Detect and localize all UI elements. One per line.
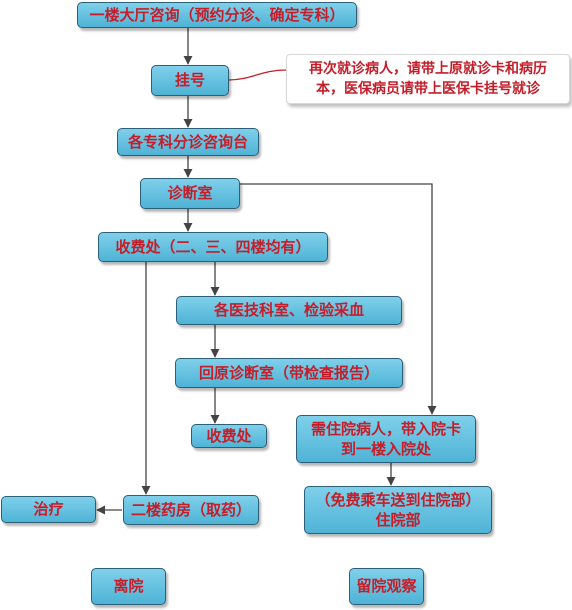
node-back-consult: 回原诊断室（带检查报告）: [175, 358, 403, 388]
node-dept-desk: 各专科分诊咨询台: [117, 128, 259, 156]
node-cashier-main: 收费处（二、三、四楼均有）: [98, 232, 328, 262]
node-leave: 离院: [91, 568, 166, 605]
inpatient-line-1: 需住院病人，带入院卡: [310, 419, 461, 438]
node-tech-depts: 各医技科室、检验采血: [176, 296, 402, 325]
node-inpatient: 需住院病人，带入院卡 到一楼入院处: [296, 415, 476, 463]
node-hospital: （免费乘车送到住院部） 住院部: [304, 486, 492, 534]
node-treatment: 治疗: [1, 496, 96, 523]
node-pharmacy: 二楼药房（取药）: [123, 495, 259, 525]
node-observe: 留院观察: [349, 568, 424, 605]
node-consult-room: 诊断室: [140, 178, 240, 209]
callout-line-2: 本，医保病员请带上医保卡挂号就诊: [316, 81, 540, 97]
node-register: 挂号: [151, 65, 229, 96]
shuttle-line-1: （免费乘车送到住院部）: [315, 490, 481, 509]
shuttle-line-2: 住院部: [375, 511, 421, 529]
callout-connector: [228, 69, 287, 81]
arrow-consult-to-inpatient: [240, 183, 437, 415]
callout-line-1: 再次就诊病人，请带上原就诊卡和病历: [309, 60, 547, 77]
inpatient-line-2: 到一楼入院处: [340, 440, 431, 458]
node-cashier: 收费处: [191, 424, 267, 448]
revisit-callout: 再次就诊病人，请带上原就诊卡和病历 本，医保病员请带上医保卡挂号就诊: [286, 54, 570, 104]
node-lobby: 一楼大厅咨询（预约分诊、确定专科）: [77, 2, 357, 28]
